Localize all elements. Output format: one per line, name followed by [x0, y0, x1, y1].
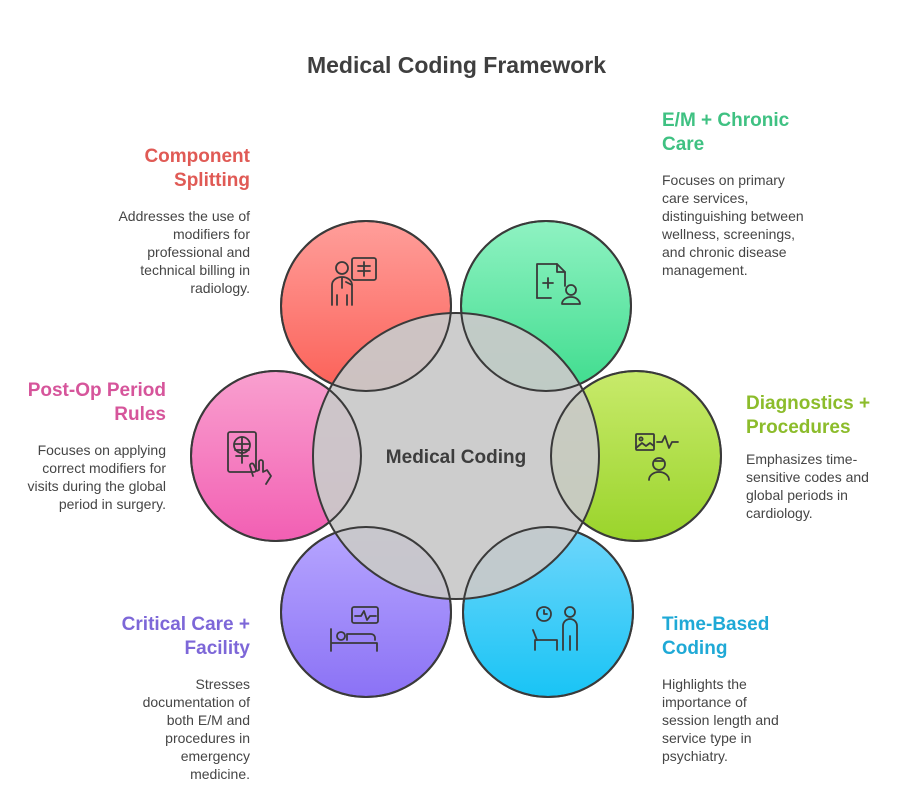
image-heartbeat-patient-icon: [635, 433, 679, 481]
post-op-period-rules-title: Post-Op Period Rules: [27, 380, 166, 425]
diagram-title: Medical Coding Framework: [306, 52, 607, 78]
critical-care-facility-description: Stresses documentation of both E/M and p…: [142, 676, 250, 782]
center-circle: [312, 312, 600, 600]
clock-chair-person-icon: [532, 606, 578, 651]
center-label: Medical Coding: [386, 447, 526, 468]
time-based-coding-title: Time-Based Coding: [662, 614, 770, 659]
diagnostics-procedures-title: Diagnostics + Procedures: [746, 393, 871, 438]
diagnostics-procedures-description: Emphasizes time-sensitive codes and glob…: [746, 451, 869, 521]
doctor-xray-icon: [331, 257, 377, 306]
post-op-period-rules-description: Focuses on applying correct modifiers fo…: [27, 442, 166, 512]
component-splitting-title: Component Splitting: [144, 146, 250, 191]
em-chronic-care-title: E/M + Chronic Care: [662, 110, 790, 155]
em-chronic-care-description: Focuses on primary care services, distin…: [662, 172, 804, 278]
overlap-outlines: [190, 220, 722, 698]
component-splitting-description: Addresses the use of modifiers for profe…: [118, 208, 250, 296]
hospital-bed-monitor-icon: [330, 606, 379, 652]
xray-hand-icon: [227, 431, 272, 485]
critical-care-facility-title: Critical Care + Facility: [121, 614, 250, 659]
time-based-coding-description: Highlights the importance of session len…: [662, 676, 779, 764]
medical-record-patient-icon: [536, 263, 581, 305]
